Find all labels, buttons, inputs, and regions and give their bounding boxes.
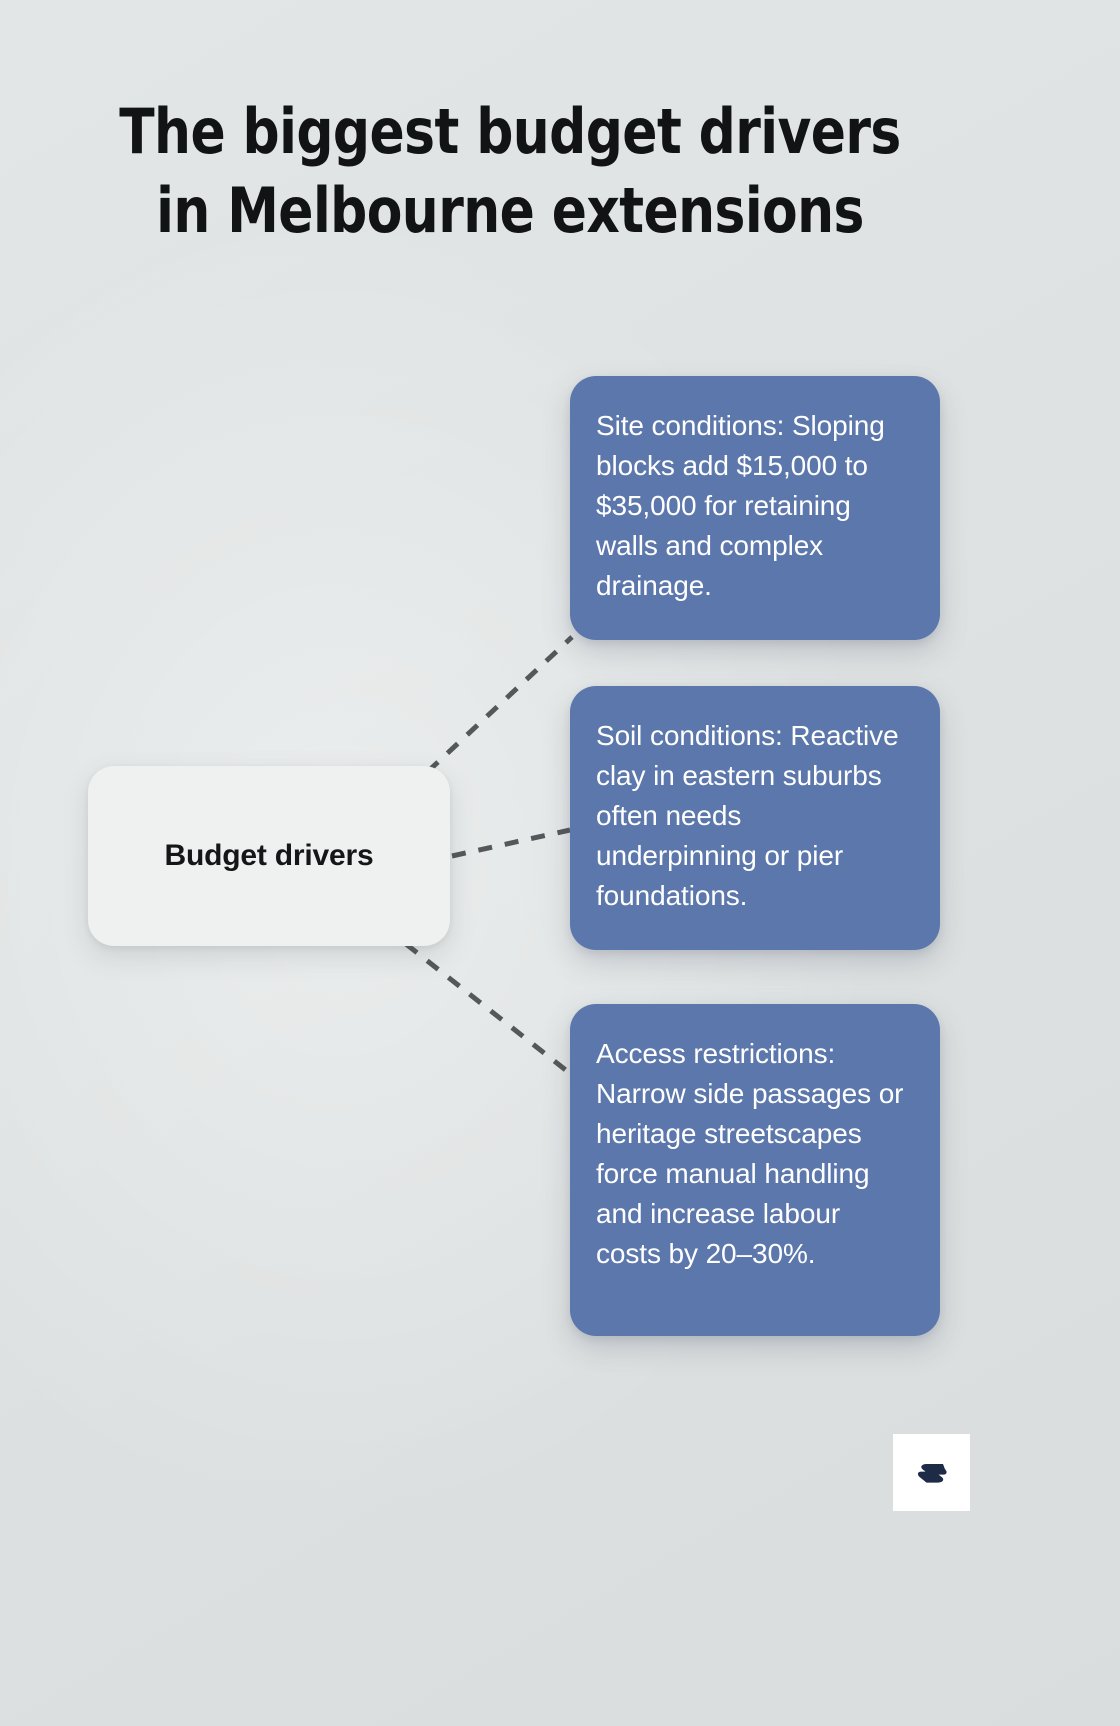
connector-to-site-conditions [406,635,574,792]
center-node-label: Budget drivers [164,839,374,872]
branch-card-text: Soil conditions: Reactive clay in easter… [596,720,899,912]
center-node[interactable]: Budget drivers [88,766,450,946]
branch-card-text: Site conditions: Sloping blocks add $15,… [596,410,885,602]
connector-to-soil-conditions [451,827,571,859]
brand-logo[interactable] [893,1434,970,1511]
branch-card-access-restrictions[interactable]: Access restrictions: Narrow side passage… [570,1004,940,1336]
branch-card-text: Access restrictions: Narrow side passage… [596,1038,904,1270]
branch-card-soil-conditions[interactable]: Soil conditions: Reactive clay in easter… [570,686,940,950]
branch-card-site-conditions[interactable]: Site conditions: Sloping blocks add $15,… [570,376,940,640]
brand-logo-icon [917,1463,947,1483]
connector-to-access-restrictions [404,942,574,1077]
page-title: The biggest budget drivers in Melbourne … [119,95,901,248]
